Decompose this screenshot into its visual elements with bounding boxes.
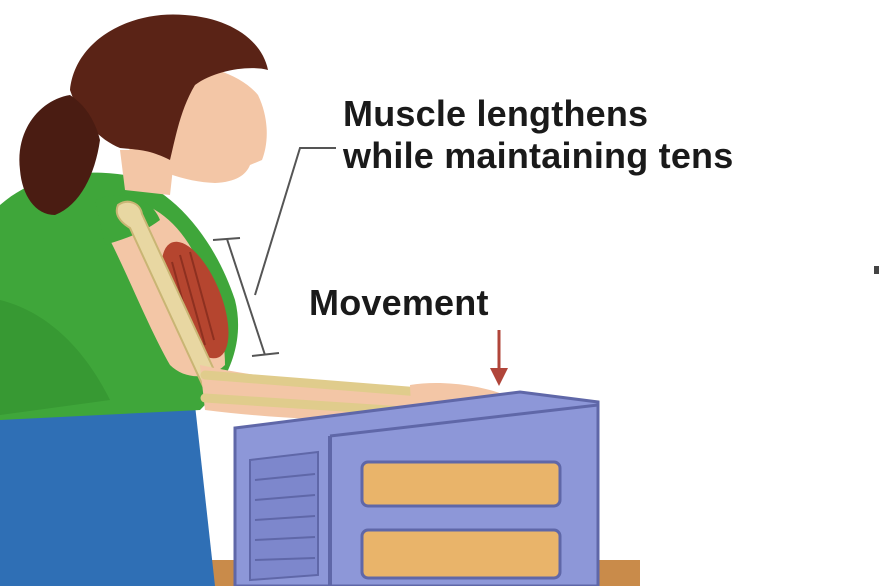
edge-mark	[874, 266, 879, 274]
muscle-label-line-2: while maintaining tens	[343, 136, 733, 176]
movement-label: Movement	[309, 283, 489, 323]
movement-arrow	[490, 330, 508, 386]
crate	[235, 392, 598, 586]
muscle-label-line-1: Muscle lengthens	[343, 94, 648, 134]
label-leader-line	[255, 148, 336, 295]
skirt	[0, 405, 215, 586]
